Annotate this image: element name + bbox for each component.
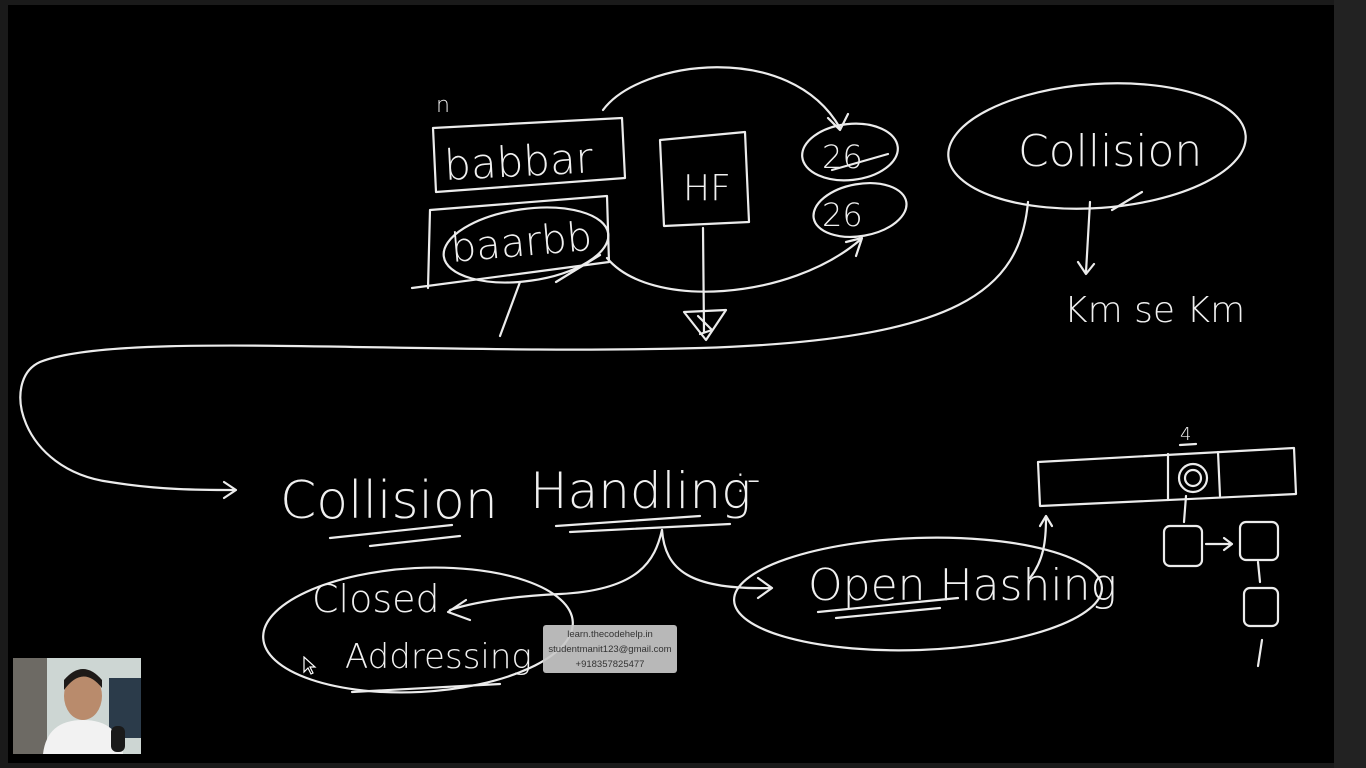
- index2-text: 26: [822, 196, 863, 234]
- watermark-site: learn.thecodehelp.in: [567, 629, 653, 640]
- hash-down-line: [701, 226, 706, 334]
- branch-to-open: [660, 528, 772, 590]
- heading-collision: Collision: [280, 471, 498, 531]
- collision-arrow-down: [1076, 200, 1096, 276]
- arc-bottom-head: [844, 236, 864, 258]
- loop-arrow: [19, 200, 1030, 492]
- loop-arrow-head: [222, 480, 238, 500]
- key-box-1: [431, 116, 627, 194]
- contact-watermark: learn.thecodehelp.in studentmanit123@gma…: [543, 625, 677, 673]
- n-marker: n: [436, 93, 450, 118]
- bucket-index-underline: [1178, 442, 1198, 447]
- watermark-email: studentmanit123@gmail.com: [548, 644, 672, 655]
- arc-top-head: [826, 112, 850, 132]
- chain-down: [1182, 494, 1188, 524]
- presenter-image: [13, 658, 141, 754]
- open-to-array-head: [1038, 514, 1054, 528]
- index1-circle: [801, 122, 899, 182]
- bucket-index-text: 4: [1180, 424, 1191, 445]
- heading-underline-1: [328, 523, 462, 548]
- hash-function-text: HF: [683, 168, 731, 209]
- collision-bubble: [947, 82, 1247, 210]
- index1-text: 26: [822, 138, 863, 176]
- key2-tick: [554, 253, 602, 284]
- mouse-cursor-icon: [303, 656, 317, 675]
- window-edge: [1334, 0, 1366, 768]
- bucket-divider-2: [1216, 450, 1222, 498]
- chain-node-2: [1238, 520, 1280, 562]
- heading-suffix: :-: [734, 457, 761, 501]
- branch-to-closed: [448, 528, 664, 612]
- hash-function-box: [658, 130, 751, 228]
- branch-to-open-head: [756, 576, 774, 600]
- closed-addressing-bubble: [262, 566, 574, 694]
- key1-text: babbar: [443, 133, 595, 190]
- chain-node-1: [1162, 524, 1204, 568]
- bucket-array: [1036, 446, 1298, 508]
- chain-tail: [1256, 638, 1264, 668]
- open-to-array: [1028, 516, 1048, 580]
- watermark-phone: +918357825477: [575, 659, 645, 670]
- key2-circle: [442, 206, 610, 284]
- collision-tail: [1110, 190, 1144, 212]
- chain-node-3: [1242, 586, 1280, 628]
- collision-text: Collision: [1018, 126, 1202, 177]
- heading-handling: Handling: [530, 462, 751, 520]
- closed-line1: Closed: [312, 577, 440, 621]
- webcam-overlay: [13, 658, 141, 754]
- open-hashing-text: Open Hashing: [808, 560, 1117, 611]
- key2-text: baarbb: [449, 214, 594, 272]
- chain-down-2: [1256, 560, 1262, 584]
- bucket-slot-circle: [1177, 462, 1209, 494]
- hash-down-scribble: [696, 314, 714, 336]
- closed-line2: Addressing: [345, 637, 532, 677]
- heading-underline-2: [554, 514, 732, 534]
- closed-underline: [350, 682, 502, 694]
- arc-top: [601, 66, 842, 130]
- open-hashing-bubble: [733, 536, 1103, 652]
- branch-to-closed-head: [446, 598, 472, 622]
- bucket-slot-inner: [1183, 468, 1203, 488]
- index2-circle: [812, 182, 908, 238]
- index1-strike: [830, 152, 890, 172]
- open-underline: [816, 596, 960, 620]
- key2-tail: [498, 280, 522, 338]
- km-se-km-text: Km se Km: [1064, 290, 1245, 331]
- chain-link: [1204, 536, 1234, 552]
- hash-down-triangle: [682, 308, 728, 342]
- arc-bottom: [605, 238, 862, 293]
